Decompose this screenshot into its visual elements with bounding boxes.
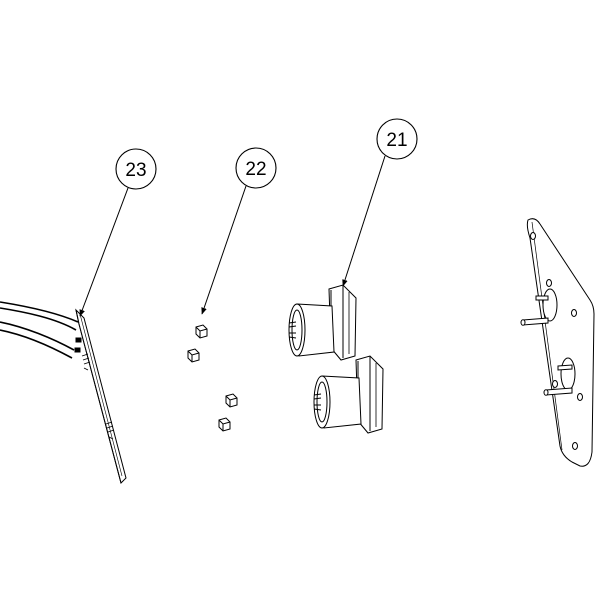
balloon-22-label: 22: [245, 159, 266, 180]
leader-line-22: [201, 185, 247, 315]
balloon-23-label: 23: [125, 160, 146, 181]
wire-harness: [0, 301, 79, 359]
nut-3: [225, 393, 238, 408]
balloon-21: 21: [376, 118, 418, 160]
nut-1: [195, 324, 208, 339]
balloon-23: 23: [115, 148, 157, 190]
nut-2: [187, 348, 200, 363]
connector-lower-part-21: [313, 355, 384, 434]
mounting-plate: [520, 218, 595, 467]
balloon-22: 22: [235, 147, 277, 189]
connector-upper-part-21: [288, 284, 357, 361]
nuts-part-22: [187, 324, 238, 432]
circuit-board-part-23: [74, 308, 127, 484]
balloon-21-label: 21: [386, 130, 407, 151]
leader-line-23: [79, 187, 129, 317]
nut-4: [218, 417, 231, 432]
leader-line-21: [342, 155, 386, 287]
